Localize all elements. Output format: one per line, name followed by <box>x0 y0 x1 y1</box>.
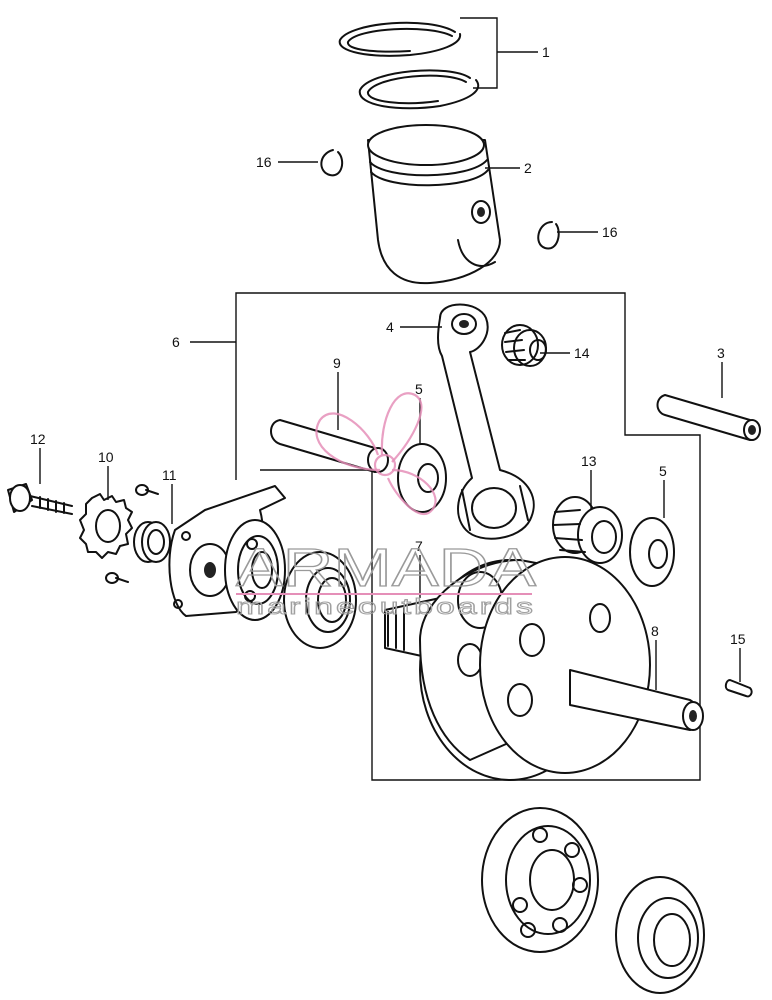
crank-pin <box>270 419 389 473</box>
propeller-icon <box>315 392 437 516</box>
leader-lines <box>39 17 741 690</box>
callout-10: 10 <box>98 449 114 465</box>
callout-13: 13 <box>581 453 597 469</box>
piston-pin-clip-right <box>537 221 560 250</box>
callout-15: 15 <box>730 631 746 647</box>
crankshaft-right-half <box>479 556 704 774</box>
callout-5-left: 5 <box>415 381 423 397</box>
callout-7: 7 <box>415 538 423 554</box>
callout-labels: 1 2 16 16 6 4 14 3 9 5 5 12 10 11 13 7 8… <box>30 44 746 647</box>
callout-11: 11 <box>162 467 177 483</box>
drive-gear <box>79 493 133 559</box>
callout-3: 3 <box>717 345 725 361</box>
watermark-brand: ARMADA <box>236 538 536 598</box>
bolt <box>7 483 73 515</box>
callout-16-left: 16 <box>256 154 272 170</box>
piston-rings <box>338 21 479 110</box>
callout-16-right: 16 <box>602 224 618 240</box>
piston-pin-clip-left <box>320 149 344 177</box>
spacer-collar <box>133 521 171 563</box>
callout-2: 2 <box>524 160 532 176</box>
right-oil-seal <box>615 876 705 994</box>
big-end-roller-bearing <box>552 496 623 564</box>
left-oil-seal <box>283 551 357 649</box>
piston <box>367 124 501 285</box>
small-end-needle-bearing <box>501 324 547 367</box>
callout-14: 14 <box>574 345 590 361</box>
callout-8: 8 <box>651 623 659 639</box>
watermark-tagline: marineoutboards <box>236 594 536 619</box>
woodruff-key <box>724 679 753 698</box>
right-main-ball-bearing <box>481 807 599 953</box>
callout-6: 6 <box>172 334 180 350</box>
connecting-rod <box>437 303 535 540</box>
callout-12: 12 <box>30 431 46 447</box>
screw-upper <box>135 484 159 496</box>
crankshaft-assembly-bracket <box>235 292 701 781</box>
screw-lower <box>105 572 129 584</box>
callout-4: 4 <box>386 319 394 335</box>
callout-9: 9 <box>333 355 341 371</box>
watermark: ARMADA marineoutboards <box>235 392 537 620</box>
piston-pin <box>656 394 761 441</box>
callout-1: 1 <box>542 44 550 60</box>
thrust-washer-right <box>629 517 675 587</box>
callout-5-right: 5 <box>659 463 667 479</box>
